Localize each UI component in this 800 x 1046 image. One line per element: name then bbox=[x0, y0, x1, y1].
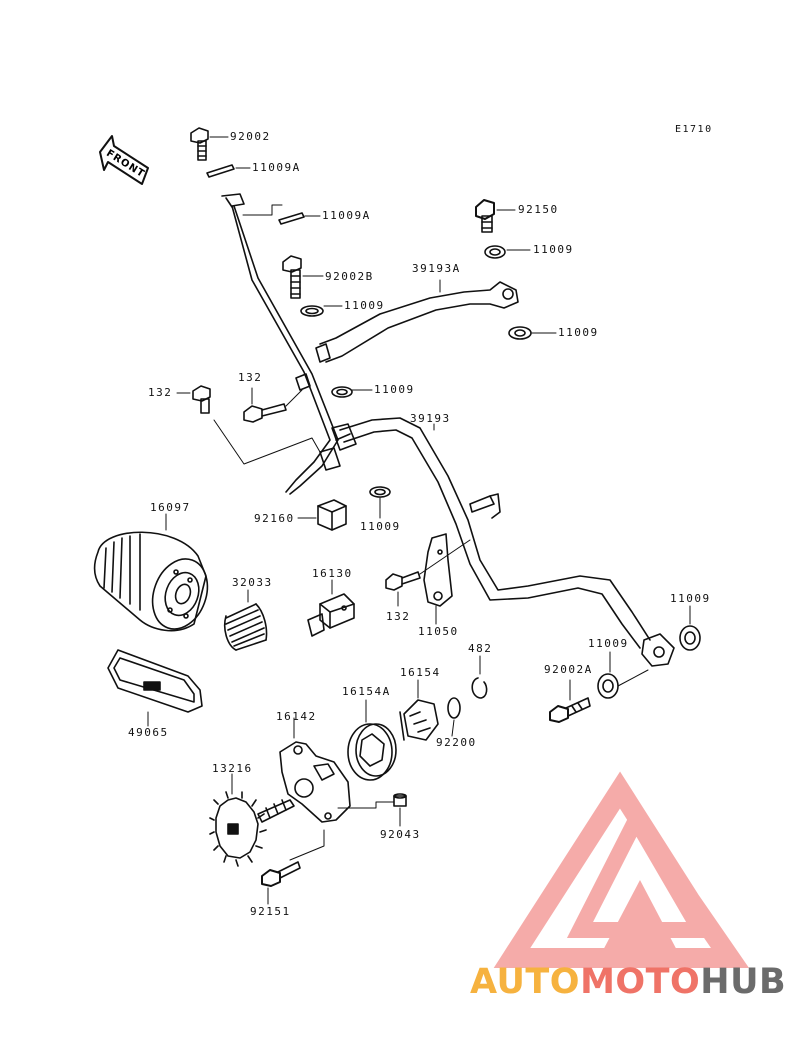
bolt-92150-icon bbox=[475, 199, 495, 233]
part-label-92002b: 92002B bbox=[325, 270, 374, 283]
automotohub-wordmark: AUTOMOTOHUB bbox=[470, 962, 786, 1002]
part-label-39193a: 39193A bbox=[412, 262, 461, 275]
part-label-482: 482 bbox=[468, 642, 493, 655]
relief-valve-16130-icon bbox=[307, 593, 355, 637]
oil-pipe-39193a bbox=[315, 281, 519, 363]
part-label-132: 132 bbox=[238, 371, 263, 384]
bolt-92151-icon bbox=[261, 861, 301, 887]
part-label-11009: 11009 bbox=[360, 520, 401, 533]
washer-11009-icon bbox=[597, 673, 619, 699]
brand-auto: AUTO bbox=[470, 962, 581, 1002]
part-label-11009: 11009 bbox=[344, 299, 385, 312]
oil-filter-16097-icon bbox=[93, 531, 209, 632]
brand-moto: MOTO bbox=[580, 962, 701, 1002]
bolt-92002-icon bbox=[190, 127, 209, 161]
screen-49065-icon bbox=[107, 649, 203, 713]
part-label-16097: 16097 bbox=[150, 501, 191, 514]
part-label-92150: 92150 bbox=[518, 203, 559, 216]
rotor-16154-icon bbox=[399, 699, 439, 741]
bracket-11050-icon bbox=[423, 533, 453, 607]
part-label-49065: 49065 bbox=[128, 726, 169, 739]
part-label-132: 132 bbox=[148, 386, 173, 399]
bolt-92002a-icon bbox=[549, 697, 591, 723]
washer-11009-icon bbox=[331, 386, 353, 398]
part-label-11009a: 11009A bbox=[252, 161, 301, 174]
pump-body-16142-icon bbox=[279, 741, 351, 823]
washer-11009-icon bbox=[679, 625, 701, 651]
part-label-11050: 11050 bbox=[418, 625, 459, 638]
bolt-92002b-icon bbox=[282, 255, 302, 299]
washer-11009-icon bbox=[369, 486, 391, 498]
block-92160-icon bbox=[317, 499, 347, 531]
washer-11009-icon bbox=[508, 326, 532, 340]
part-label-39193: 39193 bbox=[410, 412, 451, 425]
part-label-16154a: 16154A bbox=[342, 685, 391, 698]
bolt-132-icon bbox=[385, 571, 421, 591]
part-label-16142: 16142 bbox=[276, 710, 317, 723]
part-label-92002a: 92002A bbox=[544, 663, 593, 676]
spring-32033-icon bbox=[223, 603, 268, 651]
gasket-11009a-icon bbox=[278, 212, 305, 225]
washer-11009-icon bbox=[484, 245, 506, 259]
part-label-92002: 92002 bbox=[230, 130, 271, 143]
automotohub-logo bbox=[493, 771, 750, 968]
rotor-16154a-icon bbox=[347, 723, 397, 781]
part-label-11009: 11009 bbox=[558, 326, 599, 339]
oil-pipe-left bbox=[221, 193, 341, 495]
part-label-11009: 11009 bbox=[670, 592, 711, 605]
diagram-reference: E1710 bbox=[675, 124, 713, 135]
front-arrow-icon bbox=[99, 135, 149, 185]
part-label-92200: 92200 bbox=[436, 736, 477, 749]
part-label-32033: 32033 bbox=[232, 576, 273, 589]
part-label-13216: 13216 bbox=[212, 762, 253, 775]
part-label-11009: 11009 bbox=[533, 243, 574, 256]
washer-92200-icon bbox=[447, 697, 461, 719]
part-label-92043: 92043 bbox=[380, 828, 421, 841]
part-label-11009a: 11009A bbox=[322, 209, 371, 222]
part-label-132: 132 bbox=[386, 610, 411, 623]
bolt-132-icon bbox=[243, 403, 287, 423]
part-label-11009: 11009 bbox=[588, 637, 629, 650]
gear-13216-icon bbox=[209, 791, 295, 867]
bolt-132-icon bbox=[192, 385, 211, 414]
pin-92043-icon bbox=[393, 793, 407, 807]
washer-11009-icon bbox=[300, 305, 324, 317]
part-label-92160: 92160 bbox=[254, 512, 295, 525]
part-label-16154: 16154 bbox=[400, 666, 441, 679]
gasket-11009a-icon bbox=[206, 164, 235, 178]
part-label-92151: 92151 bbox=[250, 905, 291, 918]
brand-hub: HUB bbox=[700, 962, 787, 1002]
oil-pipe-39193 bbox=[331, 417, 675, 667]
part-label-16130: 16130 bbox=[312, 567, 353, 580]
part-label-11009: 11009 bbox=[374, 383, 415, 396]
circlip-482-icon bbox=[471, 677, 488, 699]
